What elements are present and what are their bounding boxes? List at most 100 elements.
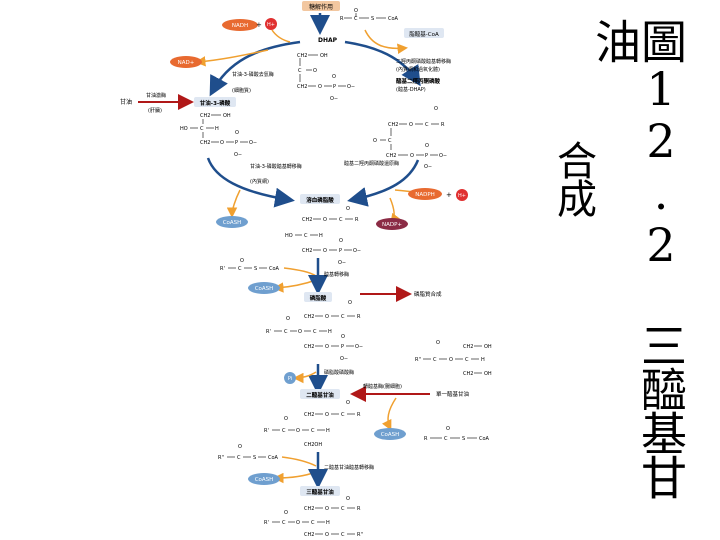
diacylglycerol-structure: O CH2 O C R O R' C O C H CH2OH: [264, 400, 361, 448]
triacylglycerol-box: [300, 486, 340, 496]
glycolysis-label: 糖解作用: [309, 3, 333, 11]
acyl-coa-left-s: S: [254, 266, 257, 272]
nadh-arrow: [271, 29, 291, 43]
glycerol-kinase-label: 甘油激酶: [146, 92, 166, 99]
triacylglycerol-structure: O CH2 O C R O R' C O C H CH2 O C R'': [264, 496, 363, 538]
acyl-dhap-ch2-top: CH2: [388, 122, 398, 128]
tag-r: R: [357, 506, 361, 512]
dag-r: R: [357, 412, 361, 418]
tag-c-ester-3: C: [341, 532, 345, 538]
mag-oh-bottom: OH: [484, 371, 492, 377]
tag-c-ester-2: C: [282, 520, 286, 526]
plus-sign-top: +: [256, 21, 262, 29]
dhap-o-phosphate-top: O: [332, 74, 336, 80]
h-plus-circle-mid: [456, 189, 468, 201]
phospholipid-synthesis-label: 磷脂質合成: [414, 290, 442, 298]
acyl-coa-structure-right: O R C S CoA: [424, 426, 490, 442]
pa-o-phos-top: O: [341, 334, 345, 340]
acyl-coa-in-arrow-2: [283, 267, 317, 277]
pi-label: Pi: [288, 376, 292, 382]
pi-circle: [284, 372, 296, 384]
g3p-structure: CH2 OH HO C H CH2 O P O− O O−: [180, 113, 257, 158]
acyl-coa-structure-top: O R C S CoA: [340, 8, 399, 22]
tag-c: C: [311, 520, 315, 526]
lyso-ch2-bottom: CH2: [302, 248, 312, 254]
lyso-c: C: [304, 233, 308, 239]
coash-out-arrow-4: [273, 471, 317, 484]
tag-h: H: [326, 520, 330, 526]
mag-o-ester: O: [449, 357, 453, 363]
dhap-o-keto: O: [313, 68, 317, 74]
g3p-o-phosphate-top: O: [235, 130, 239, 136]
dag-c-ester-1: C: [341, 412, 345, 418]
pa-r: R: [357, 314, 361, 320]
acyl-dhap-c-keto: C: [388, 138, 392, 144]
acyl-dhap-structure: O CH2 O C R C O CH2 O P O− O O−: [373, 106, 447, 170]
g3p-ho: HO: [180, 126, 188, 132]
acyl-coa-o: O: [354, 8, 358, 14]
acyl-coa-in-arrow: [364, 29, 408, 54]
lyso-ch2-top: CH2: [302, 217, 312, 223]
dag-o-top-2: O: [284, 416, 288, 422]
dag-o-top-1: O: [346, 400, 350, 406]
acyl-dhap-o-top: O: [434, 106, 438, 112]
acyl-coa-box: [404, 28, 444, 38]
dhap-ch2-bottom: CH2: [297, 84, 307, 90]
dhap-o-minus-bottom: O−: [330, 96, 338, 102]
g3p-to-lysophosphatidate-arrow: [206, 157, 295, 208]
tag-r2: R'': [357, 532, 363, 538]
dag-c: C: [311, 428, 315, 434]
mag-ch2-top: CH2: [463, 344, 473, 350]
coash-oval-3: [374, 428, 406, 440]
coash-oval-1: [216, 216, 248, 228]
acyl-dhap-label-2: (醯基-DHAP): [396, 86, 426, 93]
acyl-coa-left-coa: CoA: [269, 266, 280, 272]
acyl-dhap-r: R: [441, 122, 445, 128]
pa-c-ester-2: C: [284, 329, 288, 335]
acyl-coa-right-o: O: [446, 426, 450, 432]
nad-plus-arrow: [195, 49, 269, 67]
coash-label-3: CoASH: [381, 432, 400, 438]
acyl-dhap-o-ester: O: [409, 122, 413, 128]
diacylglycerol-label: 二醯基甘油: [306, 391, 334, 399]
nadph-oval: [408, 188, 442, 200]
acyl-dhap-o-phos: O: [410, 153, 414, 159]
acyl-coa-right-coa: CoA: [479, 436, 490, 442]
acyl-dhap-o-phos-top: O: [425, 143, 429, 149]
pa-o-phos: O: [325, 344, 329, 350]
acyl-coa-in-arrow-3: [281, 456, 317, 467]
nadph-label: NADPH: [415, 192, 435, 198]
dag-acyltransferase-label: 二醯基甘油醯基轉移酶: [324, 464, 374, 471]
coash-label-4: CoASH: [255, 477, 274, 483]
g3p-o-minus-right: O−: [249, 140, 257, 146]
mag-c: C: [465, 357, 469, 363]
tag-o-top-1: O: [346, 496, 350, 502]
acyl-dhap-o-minus-bottom: O−: [424, 164, 432, 170]
g3p-p: P: [235, 140, 238, 146]
g3p-o-ester: O: [220, 140, 224, 146]
acyl-coa-bl-c: C: [237, 455, 241, 461]
lysophosphatidate-label: 溶血磷脂酸: [306, 196, 334, 204]
mag-o-top: O: [436, 340, 440, 346]
pa-r1: R': [266, 329, 271, 335]
pa-o-ester-1: O: [325, 314, 329, 320]
h-plus-label-mid: H+: [458, 193, 466, 199]
phosphatidate-structure: O CH2 O C R O R' C O C H CH2 O P O− O O−: [266, 300, 363, 362]
lyso-o-minus-bottom: O−: [338, 260, 346, 266]
g3p-oh-top: OH: [223, 113, 231, 119]
dhap-acyltransferase-label: 二羥丙酮磷酸醯基轉移酶: [396, 58, 451, 65]
coash-out-arrow-3: [381, 397, 397, 431]
pa-o-top-1: O: [348, 300, 352, 306]
pa-o-minus-right: O−: [355, 344, 363, 350]
glycerol-label: 甘油: [120, 98, 132, 106]
phosphatidate-label: 磷脂酸: [310, 294, 327, 302]
acyl-coa-bl-s: S: [253, 455, 256, 461]
dhap-to-acyl-dhap-arrow: [344, 40, 421, 87]
acyl-coa-structure-bottom-left: O R'' C S CoA: [218, 444, 279, 461]
h-plus-circle-top: [265, 18, 277, 30]
lyso-o-ester: O: [323, 217, 327, 223]
tag-ch2-top: CH2: [304, 506, 314, 512]
dhap-ch2-top: CH2: [297, 53, 307, 59]
g3p-dehydrogenase-label: 甘油-3-磷酸去氫酶: [232, 71, 274, 78]
